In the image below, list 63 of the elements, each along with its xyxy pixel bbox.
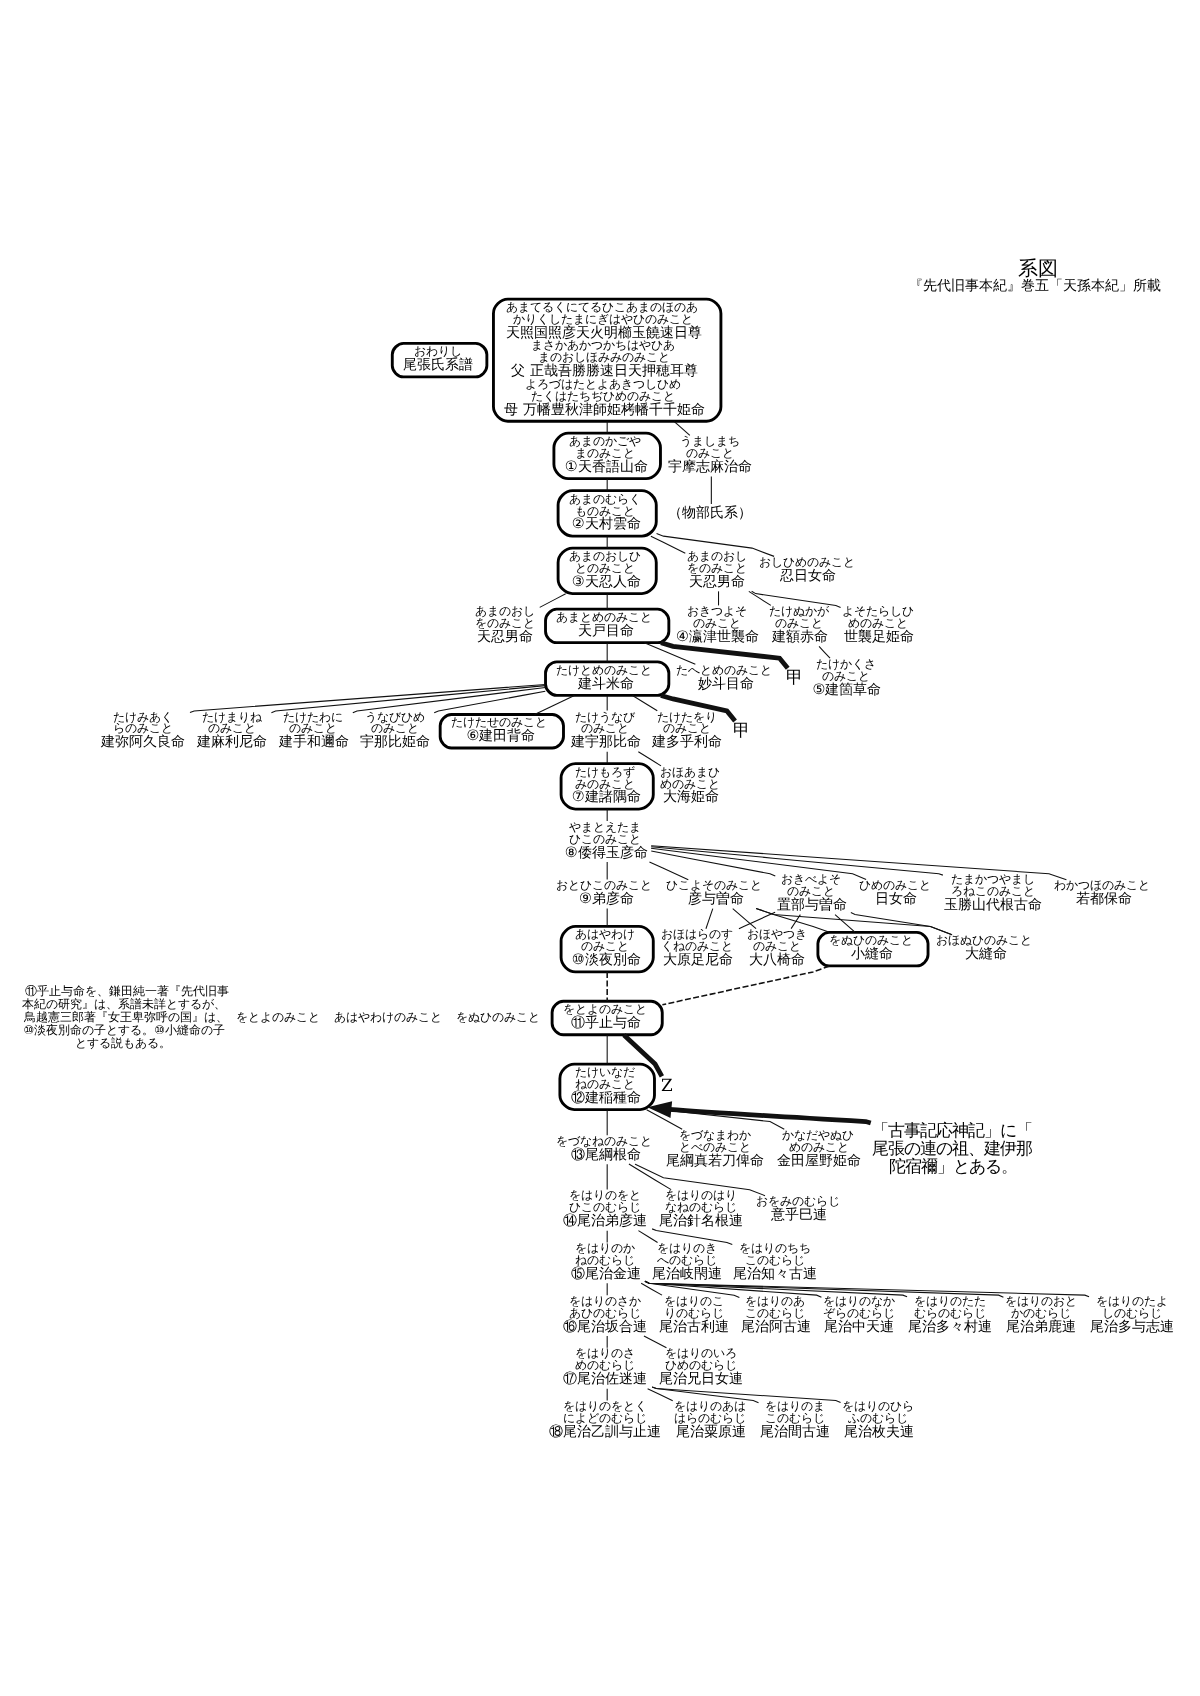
connector [643,642,696,665]
connector [650,535,686,554]
connector [755,907,830,933]
connector [656,532,775,557]
connector [606,1109,608,1136]
connector [644,1280,1090,1298]
node-text: Z [661,1075,673,1096]
connector [650,846,944,876]
connector [606,1034,608,1065]
connector [650,845,1067,881]
connector [651,1386,842,1404]
connector [673,421,691,436]
connector [189,683,546,714]
connector [606,1282,608,1296]
connector [622,1033,664,1078]
node-text: 甲 [733,719,750,740]
connector [661,965,831,1006]
connector [650,850,776,877]
connector [606,695,608,712]
connector [748,590,772,606]
connector [352,686,546,714]
diagram-title: 系図 [1018,258,1059,281]
connector [650,847,867,881]
connector [647,1388,674,1402]
connector [606,751,608,764]
connector [534,694,575,715]
connector [628,1163,672,1191]
connector [660,640,790,670]
connector [643,1335,667,1349]
node-text: 甲 [786,667,803,688]
connector [606,971,608,1002]
connector [606,478,608,492]
connector [738,911,776,930]
connector [637,751,662,767]
connector [718,590,720,606]
connector [651,1228,733,1246]
connector [631,694,658,712]
connector [606,808,608,822]
connector [755,907,953,936]
connector [790,914,801,930]
connector [648,861,689,881]
connector [606,642,608,663]
node-text: 「古事記応神記」に「尾張の連の祖、建伊那陀宿禰」とある。 [872,1120,1033,1177]
connector [660,693,737,723]
connector [705,908,714,930]
connector [637,1230,659,1243]
connector [751,590,842,609]
connector [818,645,831,659]
connector [606,1163,608,1191]
connector [640,1282,663,1296]
connector [606,593,608,610]
connector [606,421,608,434]
connector [539,593,567,608]
connector [270,685,546,714]
arrow [647,1101,872,1126]
connector [732,908,757,930]
connector [646,1109,683,1130]
connector [606,535,608,549]
connector [606,1335,608,1349]
connector [634,1163,766,1197]
connector [433,690,546,714]
connector [710,475,712,505]
connector [834,914,856,933]
